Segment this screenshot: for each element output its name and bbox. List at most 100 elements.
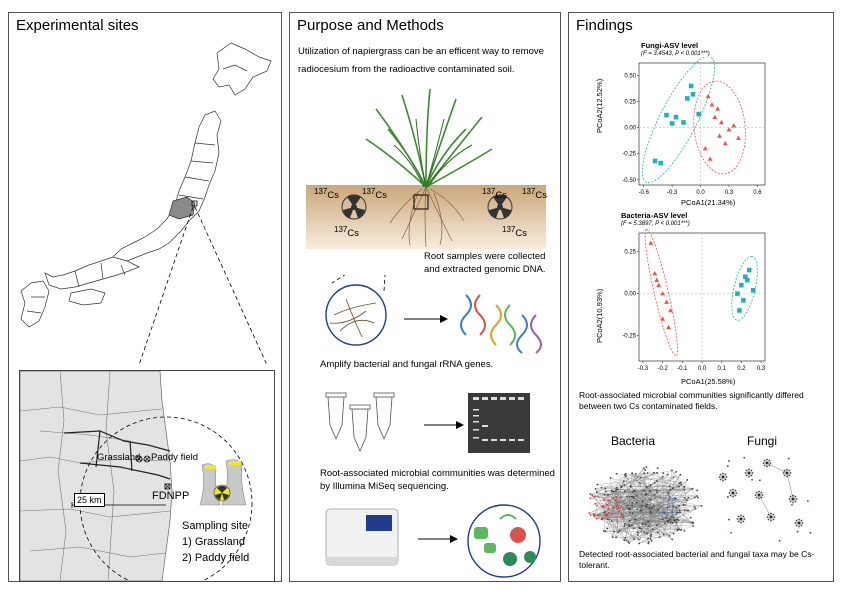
network-edge	[610, 477, 637, 496]
network-node	[769, 462, 772, 464]
network-node	[622, 516, 625, 519]
data-point-square	[688, 83, 694, 89]
network-node	[628, 495, 631, 498]
network-edge	[656, 490, 693, 523]
network-node	[601, 505, 604, 508]
network-node	[651, 506, 654, 509]
x-tick-label: -0.1	[677, 366, 688, 372]
network-edge	[617, 512, 664, 533]
fukushima-region	[168, 196, 196, 220]
network-node	[795, 519, 798, 522]
network-node	[606, 527, 609, 530]
network-node	[639, 476, 642, 479]
network-node	[695, 495, 698, 497]
network-node	[772, 513, 775, 516]
network-edge	[758, 494, 772, 518]
data-point-square	[690, 91, 696, 97]
network-node	[651, 528, 654, 531]
network-node	[589, 497, 592, 500]
network-edge	[594, 490, 635, 497]
network-node	[645, 466, 648, 468]
network-node	[686, 499, 688, 501]
network-node	[766, 458, 768, 461]
network-node	[788, 498, 791, 500]
network-node	[605, 503, 608, 506]
data-point-square	[696, 111, 701, 117]
network-node	[735, 492, 738, 494]
network-node	[795, 524, 798, 527]
network-node	[615, 472, 618, 475]
data-point-square	[743, 274, 748, 280]
network-node	[631, 472, 633, 475]
network-node	[662, 472, 665, 475]
data-point-triangle	[731, 122, 737, 128]
network-edge	[622, 508, 670, 537]
network-node	[615, 505, 618, 508]
network-node	[754, 494, 757, 496]
network-edge	[596, 491, 668, 522]
network-edge	[639, 525, 694, 544]
network-edge	[605, 490, 657, 513]
network-edge	[630, 469, 646, 486]
network-node	[644, 523, 647, 526]
fungi-chart-title: Fungi-ASV level	[641, 41, 699, 50]
network-node	[661, 475, 664, 478]
network-node	[667, 491, 670, 494]
network-edge	[624, 472, 658, 485]
network-node	[612, 497, 615, 500]
network-node	[662, 533, 665, 536]
network-edge	[594, 496, 627, 541]
nuclear-plant-icon	[199, 459, 247, 506]
network-node	[636, 533, 639, 536]
network-node	[743, 456, 746, 459]
network-node	[628, 508, 631, 511]
network-node	[623, 539, 626, 542]
network-node	[672, 505, 675, 508]
network-node	[758, 479, 761, 482]
network-node	[686, 478, 689, 481]
network-node	[809, 531, 812, 534]
network-node	[639, 481, 641, 484]
network-edge	[612, 488, 693, 492]
network-node	[624, 475, 627, 478]
network-node	[614, 499, 617, 502]
network-node	[602, 504, 605, 507]
network-node	[726, 496, 729, 498]
data-point-triangle	[707, 156, 713, 161]
network-node	[623, 522, 626, 525]
network-edge	[631, 496, 677, 499]
data-point-triangle	[726, 127, 732, 132]
network-node	[663, 522, 666, 525]
network-edge	[596, 473, 633, 519]
network-node	[619, 516, 622, 519]
network-node	[642, 499, 644, 502]
fungi-chart-ylabel: PCoA2(12.52%)	[595, 78, 604, 133]
network-edge	[604, 510, 680, 514]
x-tick-label: 0.0	[698, 366, 707, 372]
network-node	[662, 511, 665, 514]
network-edge	[676, 498, 688, 511]
network-node	[646, 503, 649, 506]
network-edge	[617, 471, 677, 533]
network-node	[773, 516, 776, 518]
network-node	[680, 481, 682, 484]
network-node	[798, 525, 800, 528]
network-node	[722, 472, 724, 475]
network-node	[597, 514, 600, 517]
x-tick-label: 0.3	[757, 366, 766, 372]
network-edge	[606, 514, 625, 541]
y-tick-label: -0.25	[622, 152, 636, 158]
network-node	[643, 489, 645, 492]
purpose-methods-panel: Purpose and Methods Utilization of napie…	[289, 12, 561, 582]
network-node	[626, 504, 629, 507]
network-node	[675, 497, 678, 500]
network-node	[678, 528, 680, 531]
network-node	[788, 469, 791, 472]
network-hub	[747, 471, 751, 475]
network-node	[782, 472, 785, 474]
network-node	[634, 473, 637, 475]
network-edge	[613, 491, 658, 533]
network-node	[656, 524, 659, 527]
